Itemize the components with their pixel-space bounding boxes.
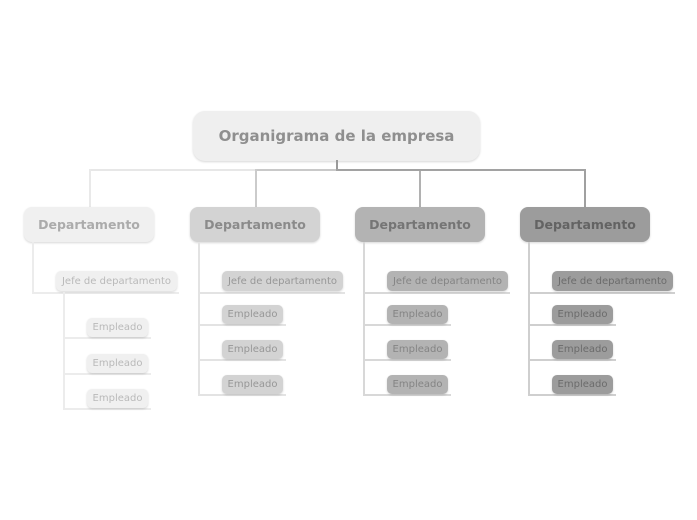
dept-drop-line-4: [584, 171, 586, 207]
employee-underline: [198, 394, 286, 396]
department-label: Departamento: [204, 217, 306, 232]
employee-node[interactable]: Empleado: [222, 375, 283, 394]
employee-label: Empleado: [557, 309, 608, 320]
department-label: Departamento: [534, 217, 636, 232]
employee-node[interactable]: Empleado: [552, 375, 613, 394]
department-node-2[interactable]: Departamento: [190, 207, 320, 242]
employee-label: Empleado: [557, 344, 608, 355]
manager-underline: [32, 292, 179, 294]
manager-label: Jefe de departamento: [392, 275, 503, 287]
employee-label: Empleado: [92, 322, 143, 333]
employee-label: Empleado: [392, 379, 443, 390]
manager-node-2[interactable]: Jefe de departamento: [222, 271, 343, 291]
employee-underline: [528, 394, 616, 396]
manager-underline: [528, 292, 675, 294]
employee-node[interactable]: Empleado: [552, 305, 613, 324]
employee-underline: [63, 337, 151, 339]
employee-underline: [528, 324, 616, 326]
employee-label: Empleado: [92, 358, 143, 369]
branch-trunk-line: [198, 242, 200, 396]
employee-label: Empleado: [227, 379, 278, 390]
employee-node[interactable]: Empleado: [552, 340, 613, 359]
department-label: Departamento: [369, 217, 471, 232]
root-horizontal-segment-right: [336, 169, 586, 171]
employee-node[interactable]: Empleado: [222, 340, 283, 359]
department-node-4[interactable]: Departamento: [520, 207, 650, 242]
manager-label: Jefe de departamento: [61, 275, 172, 287]
employee-label: Empleado: [557, 379, 608, 390]
employee-label: Empleado: [227, 309, 278, 320]
root-node-label: Organigrama de la empresa: [218, 127, 455, 145]
employee-node[interactable]: Empleado: [222, 305, 283, 324]
employee-label: Empleado: [392, 309, 443, 320]
employee-underline: [363, 359, 451, 361]
employee-label: Empleado: [92, 393, 143, 404]
dept-drop-line-2: [255, 169, 257, 207]
employee-node[interactable]: Empleado: [387, 340, 448, 359]
root-horizontal-segment-left: [89, 169, 256, 171]
employee-node[interactable]: Empleado: [87, 389, 148, 408]
employee-underline: [198, 324, 286, 326]
root-horizontal-segment-mid: [255, 169, 337, 171]
manager-label: Jefe de departamento: [557, 275, 668, 287]
dept-drop-line-1: [89, 169, 91, 207]
department-node-1[interactable]: Departamento: [24, 207, 154, 242]
root-stub-line: [336, 160, 338, 170]
employee-label: Empleado: [227, 344, 278, 355]
employee-underline: [363, 324, 451, 326]
root-node[interactable]: Organigrama de la empresa: [193, 111, 480, 161]
manager-underline: [363, 292, 510, 294]
branch-trunk-line: [32, 242, 34, 292]
branch-trunk-line: [528, 242, 530, 396]
employee-node[interactable]: Empleado: [387, 375, 448, 394]
manager-node-1[interactable]: Jefe de departamento: [56, 271, 177, 291]
employee-node[interactable]: Empleado: [87, 318, 148, 337]
employee-node[interactable]: Empleado: [387, 305, 448, 324]
dept-drop-line-3: [419, 171, 421, 207]
branch-trunk-line: [363, 242, 365, 396]
employee-node[interactable]: Empleado: [87, 354, 148, 373]
employee-underline: [528, 359, 616, 361]
department-node-3[interactable]: Departamento: [355, 207, 485, 242]
manager-label: Jefe de departamento: [227, 275, 338, 287]
employee-underline: [63, 408, 151, 410]
employee-underline: [198, 359, 286, 361]
employee-trunk-line: [63, 292, 65, 409]
employee-label: Empleado: [392, 344, 443, 355]
department-label: Departamento: [38, 217, 140, 232]
employee-underline: [63, 373, 151, 375]
employee-underline: [363, 394, 451, 396]
manager-underline: [198, 292, 345, 294]
manager-node-4[interactable]: Jefe de departamento: [552, 271, 673, 291]
manager-node-3[interactable]: Jefe de departamento: [387, 271, 508, 291]
